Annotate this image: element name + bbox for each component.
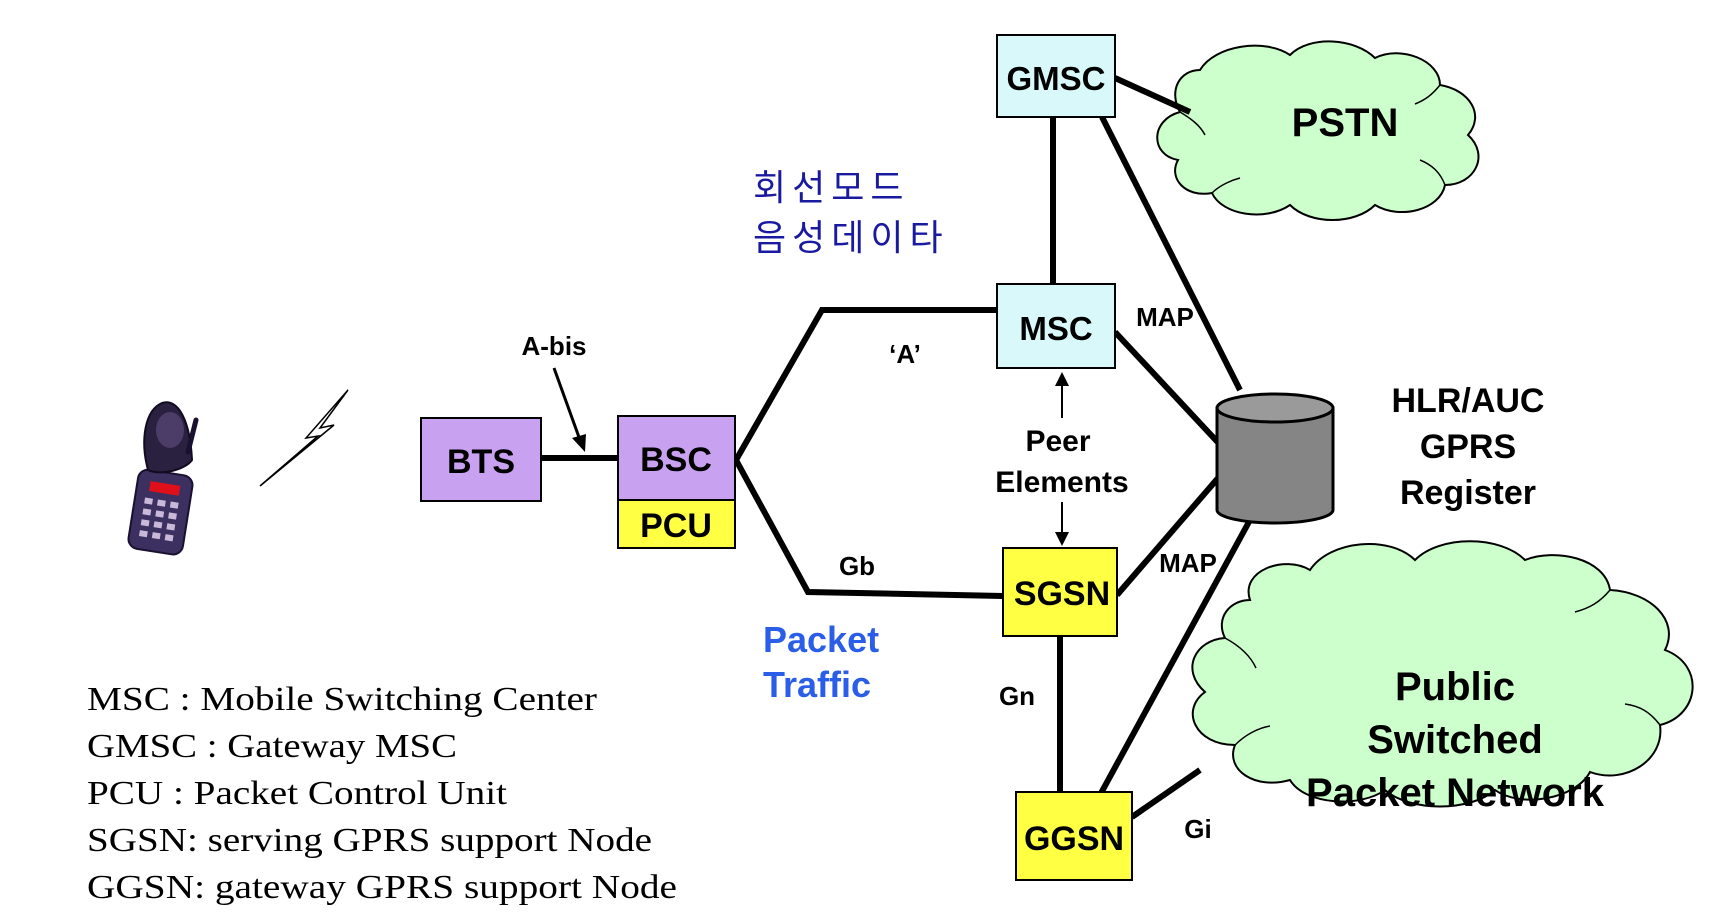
sgsn-label: SGSN xyxy=(1014,575,1110,613)
node-sgsn[interactable]: SGSN xyxy=(1002,547,1118,637)
public-packet-network-cloud: Public Switched Packet Network xyxy=(1191,540,1694,815)
link-register-ggsn xyxy=(1097,518,1253,797)
hlr-register-cylinder: HLR/AUC GPRS Register xyxy=(1215,382,1545,525)
bts-label: BTS xyxy=(447,443,515,481)
peer-label-line2: Elements xyxy=(995,466,1128,499)
packet-traffic-line2: Traffic xyxy=(763,664,871,705)
node-gmsc[interactable]: GMSC xyxy=(996,34,1116,118)
legend-line-ggsn: GGSN: gateway GPRS support Node xyxy=(87,869,677,906)
node-bts[interactable]: BTS xyxy=(420,417,542,502)
map-lower-label: MAP xyxy=(1159,548,1217,578)
link-bsc-sgsn xyxy=(733,458,1004,599)
circuit-mode-label: 회선모드 음성데이타 xyxy=(753,168,949,259)
gn-label: Gn xyxy=(999,681,1035,711)
packet-traffic-line1: Packet xyxy=(763,619,879,660)
register-label-line1: HLR/AUC xyxy=(1392,382,1545,420)
peer-elements: Peer Elements xyxy=(995,372,1129,546)
map-upper-label: MAP xyxy=(1136,302,1194,332)
register-label-line3: Register xyxy=(1400,474,1536,512)
node-msc[interactable]: MSC xyxy=(996,283,1116,369)
node-bsc[interactable]: BSC xyxy=(617,415,736,501)
interface-labels: A-bis ‘A’ Gb Gn Gi MAP MAP xyxy=(522,302,1217,844)
pstn-cloud: PSTN xyxy=(1156,40,1480,221)
legend-line-pcu: PCU : Packet Control Unit xyxy=(87,775,508,812)
pspn-label-line1: Public xyxy=(1395,665,1515,709)
packet-traffic-label: Packet Traffic xyxy=(763,619,879,705)
pcu-label: PCU xyxy=(640,507,712,545)
a-interface-label: ‘A’ xyxy=(889,339,921,369)
legend: MSC : Mobile Switching Center GMSC : Gat… xyxy=(87,681,677,906)
legend-line-msc: MSC : Mobile Switching Center xyxy=(87,681,598,718)
gi-label: Gi xyxy=(1184,814,1211,844)
legend-line-sgsn: SGSN: serving GPRS support Node xyxy=(87,822,652,859)
radio-link-icon xyxy=(259,389,349,487)
link-ggsn-pspn xyxy=(1130,767,1202,820)
mobile-phone-icon xyxy=(127,401,199,556)
abis-arrow xyxy=(552,367,586,452)
pspn-label-line3: Packet Network xyxy=(1306,771,1605,815)
link-gmsc-pstn xyxy=(1113,75,1192,115)
connections xyxy=(541,75,1253,820)
register-label-line2: GPRS xyxy=(1420,428,1516,466)
bsc-label: BSC xyxy=(640,441,712,479)
link-gmsc-register xyxy=(1099,115,1243,392)
gmsc-label: GMSC xyxy=(1007,60,1106,97)
node-pcu[interactable]: PCU xyxy=(617,499,736,549)
ggsn-label: GGSN xyxy=(1024,820,1124,858)
gb-label: Gb xyxy=(839,551,875,581)
node-ggsn[interactable]: GGSN xyxy=(1015,791,1133,881)
msc-label: MSC xyxy=(1019,310,1092,347)
legend-line-gmsc: GMSC : Gateway MSC xyxy=(87,728,457,765)
peer-label-line1: Peer xyxy=(1025,425,1090,458)
link-sgsn-register xyxy=(1114,468,1228,597)
pspn-label-line2: Switched xyxy=(1367,718,1543,762)
link-bsc-msc xyxy=(733,307,997,462)
link-msc-register xyxy=(1112,329,1228,453)
circuit-mode-line1: 회선모드 xyxy=(753,168,909,209)
pstn-label: PSTN xyxy=(1292,101,1399,145)
circuit-mode-line2: 음성데이타 xyxy=(753,218,949,259)
abis-label: A-bis xyxy=(522,331,587,361)
